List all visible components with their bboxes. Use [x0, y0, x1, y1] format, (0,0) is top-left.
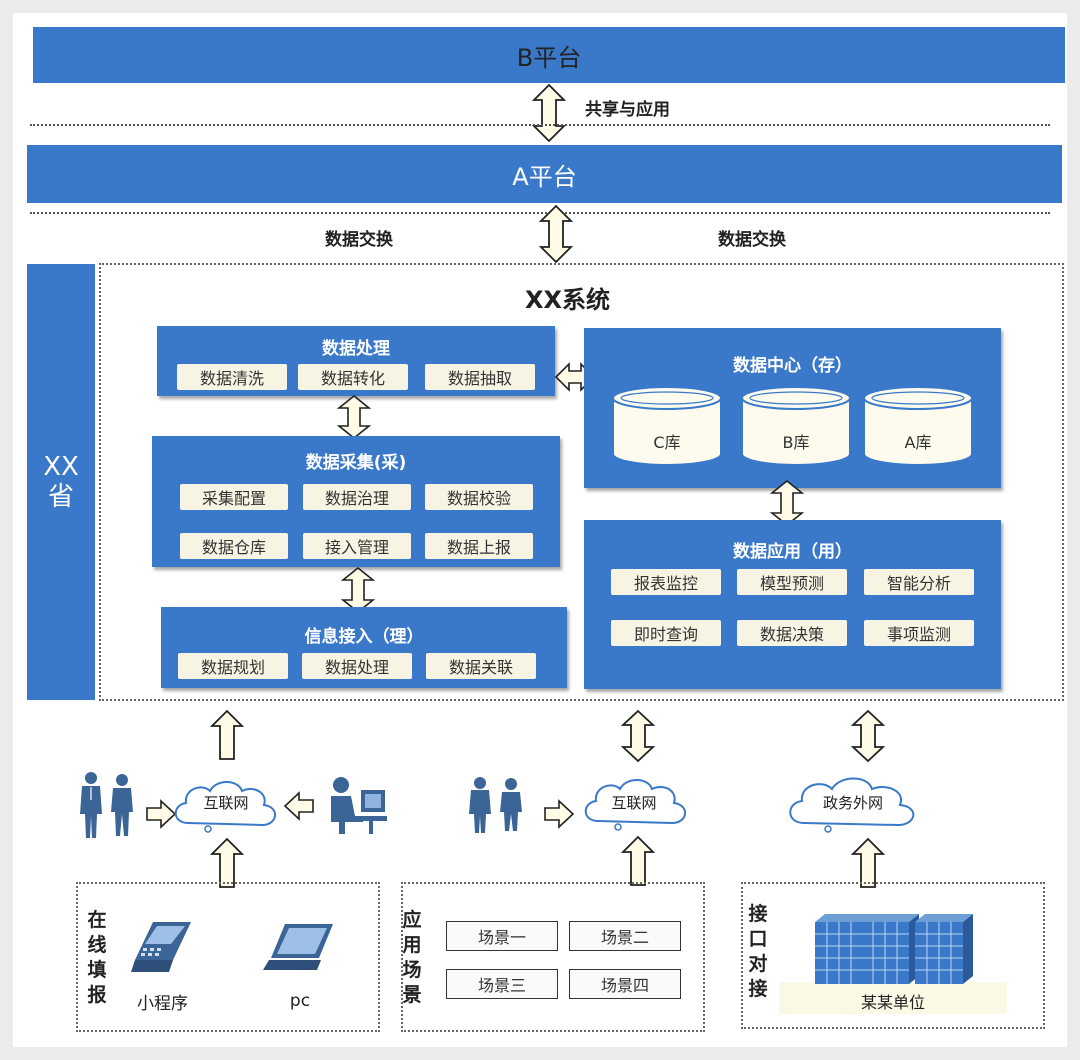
- b-platform-bar: B平台: [33, 27, 1065, 83]
- collection-item: 数据校验: [425, 484, 533, 510]
- database-a-label: A库: [904, 433, 932, 452]
- arrow-people-to-cloud-middle-icon: [544, 799, 575, 829]
- cloud-internet-left-label: 互联网: [203, 794, 249, 812]
- office-buildings-icon: [815, 914, 973, 984]
- collection-item: 采集配置: [180, 484, 288, 510]
- database-c-icon: [612, 386, 722, 466]
- application-item: 事项监测: [864, 620, 974, 646]
- scenes-label-2: 用: [402, 934, 422, 956]
- interface-box: [741, 882, 1045, 1029]
- collection-item: 数据仓库: [180, 533, 288, 559]
- scenes-box: [401, 882, 705, 1032]
- online-fill-label-4: 报: [87, 984, 107, 1006]
- access-title: 信息接入（理）: [304, 627, 424, 647]
- left-lower-up-arrow-icon: [209, 837, 245, 888]
- left-up-arrow-icon: [209, 709, 245, 760]
- a-platform-bar: A平台: [27, 145, 1062, 203]
- application-item: 报表监控: [611, 569, 721, 595]
- scenes-label-4: 景: [402, 984, 422, 1006]
- scene-item: 场景二: [569, 921, 681, 951]
- mobile-device-icon: [131, 922, 191, 972]
- access-panel: 信息接入（理） 数据规划 数据处理 数据关联: [161, 607, 567, 688]
- system-title: XX系统: [524, 286, 610, 314]
- online-fill-label-1: 在: [87, 909, 107, 931]
- people-left-icon: [80, 772, 133, 838]
- cloud-internet-middle-icon: [584, 779, 686, 831]
- arrow-workstation-to-cloud-icon: [283, 791, 314, 821]
- application-item: 即时查询: [611, 620, 721, 646]
- cloud-internet-middle-label: 互联网: [611, 794, 657, 812]
- online-fill-label-2: 线: [87, 934, 107, 956]
- processing-collection-double-arrow-icon: [336, 394, 372, 440]
- access-item: 数据处理: [302, 653, 412, 679]
- exchange-label-left: 数据交换: [325, 230, 393, 250]
- exchange-label-right: 数据交换: [718, 230, 786, 250]
- middle-double-arrow-icon: [620, 709, 656, 763]
- unit-base: [779, 982, 1007, 1014]
- province-bar: XX 省: [27, 264, 95, 700]
- processing-panel: 数据处理 数据清洗 数据转化 数据抽取: [157, 326, 555, 396]
- right-lower-up-arrow-icon: [850, 837, 886, 888]
- application-title: 数据应用（用）: [733, 542, 852, 562]
- processing-item: 数据抽取: [425, 364, 535, 390]
- scene-item: 场景四: [569, 969, 681, 999]
- pc-label: pc: [289, 991, 311, 1011]
- processing-item: 数据清洗: [177, 364, 287, 390]
- collection-item: 接入管理: [303, 533, 411, 559]
- database-c-label: C库: [653, 433, 681, 452]
- access-item: 数据关联: [426, 653, 536, 679]
- arrow-people-to-cloud-left-icon: [146, 799, 177, 829]
- mini-program-label: 小程序: [137, 994, 188, 1014]
- b-a-double-arrow-icon: [531, 83, 567, 143]
- province-label-line1: XX: [43, 452, 79, 482]
- collection-title: 数据采集(采): [305, 453, 407, 473]
- application-item: 模型预测: [737, 569, 847, 595]
- cloud-internet-left-icon: [174, 781, 276, 833]
- laptop-icon: [263, 924, 333, 970]
- collection-item: 数据上报: [425, 533, 533, 559]
- online-fill-label-3: 填: [87, 959, 107, 981]
- application-panel: 数据应用（用） 报表监控 模型预测 智能分析 即时查询 数据决策 事项监测: [584, 520, 1001, 689]
- right-double-arrow-icon: [850, 709, 886, 763]
- a-system-double-arrow-icon: [538, 204, 574, 264]
- database-a-icon: [863, 386, 973, 466]
- database-b-label: B库: [782, 433, 810, 452]
- application-item: 智能分析: [864, 569, 974, 595]
- middle-lower-up-arrow-icon: [620, 835, 656, 886]
- interface-label-1: 接: [748, 903, 768, 925]
- system-frame: [99, 263, 1064, 701]
- scene-item: 场景三: [446, 969, 558, 999]
- interface-label-3: 对: [748, 953, 768, 975]
- data-center-title: 数据中心（存）: [733, 356, 852, 376]
- share-label: 共享与应用: [585, 100, 670, 120]
- unit-label: 某某单位: [860, 993, 925, 1012]
- interface-label-4: 接: [748, 978, 768, 1000]
- cloud-gov-net-icon: [789, 777, 915, 833]
- processing-title: 数据处理: [322, 339, 390, 359]
- province-label-line2: 省: [47, 482, 74, 512]
- scenes-label-1: 应: [402, 909, 422, 931]
- processing-item: 数据转化: [298, 364, 408, 390]
- scenes-label-3: 场: [402, 959, 422, 981]
- database-b-icon: [741, 386, 851, 466]
- scene-item: 场景一: [446, 921, 558, 951]
- cloud-gov-net-label: 政务外网: [822, 794, 883, 812]
- workstation-user-icon: [331, 777, 387, 834]
- access-item: 数据规划: [178, 653, 288, 679]
- collection-panel: 数据采集(采) 采集配置 数据治理 数据校验 数据仓库 接入管理 数据上报: [152, 436, 560, 567]
- interface-label-2: 口: [748, 928, 768, 950]
- application-item: 数据决策: [737, 620, 847, 646]
- people-middle-icon: [469, 777, 522, 833]
- divider-mid: [30, 212, 1050, 214]
- divider-top: [30, 124, 1050, 126]
- collection-item: 数据治理: [303, 484, 411, 510]
- online-fill-box: [76, 882, 380, 1032]
